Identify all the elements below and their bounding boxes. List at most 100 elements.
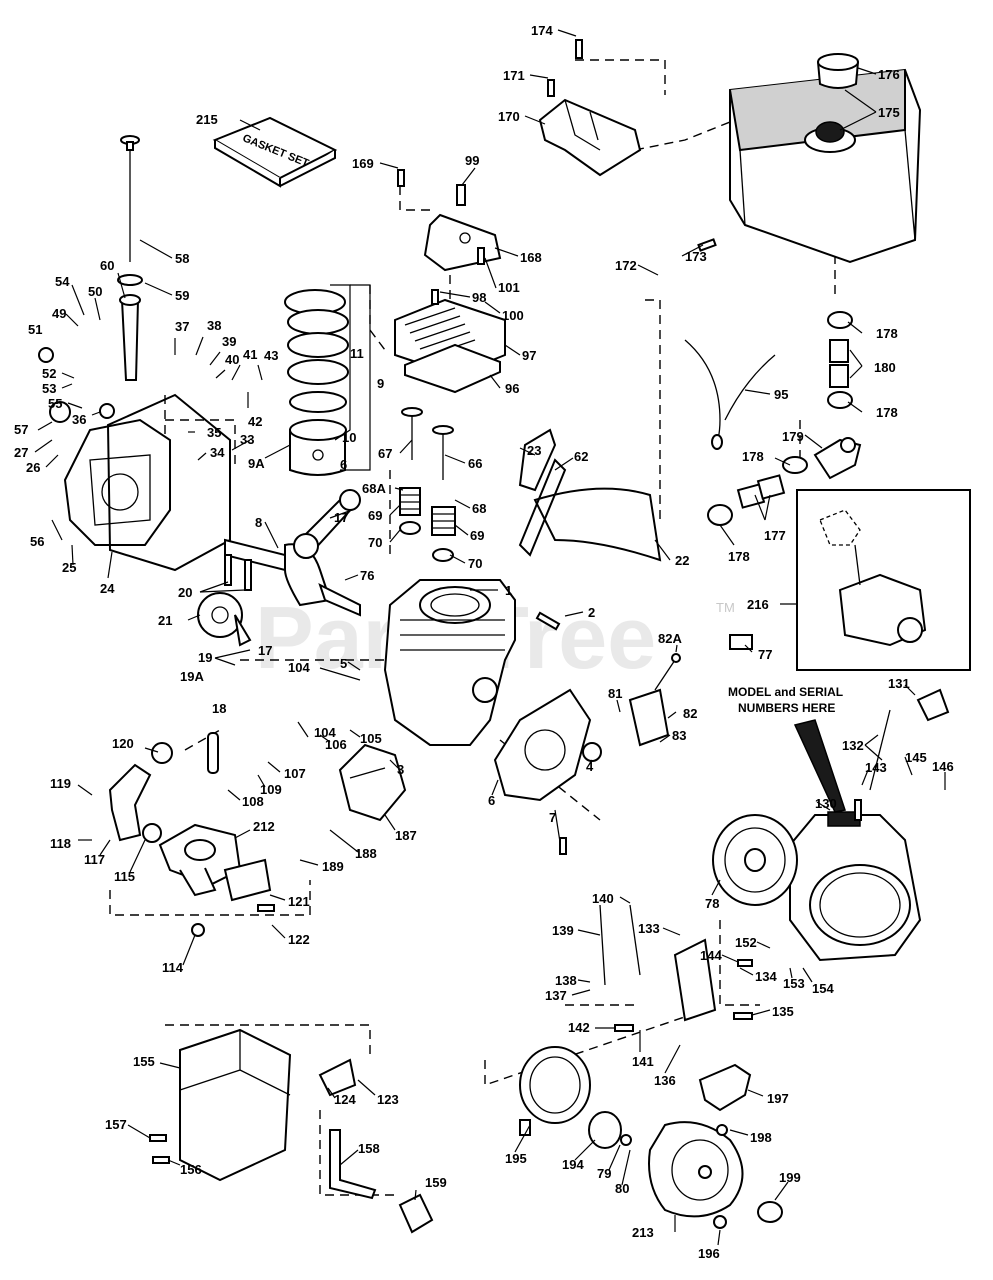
label-130: 130 [815, 796, 837, 811]
label-108: 108 [242, 794, 264, 809]
label-158: 158 [358, 1141, 380, 1156]
label-157: 157 [105, 1117, 127, 1132]
label-114: 114 [162, 960, 184, 975]
oil-fill-tube [119, 294, 141, 381]
label-60: 60 [100, 258, 114, 273]
label-177: 177 [764, 528, 786, 543]
label-81: 81 [608, 686, 622, 701]
label-11: 11 [350, 346, 364, 361]
cylinder-shroud [518, 458, 662, 562]
label-215: 215 [196, 112, 218, 127]
label-168: 168 [520, 250, 542, 265]
label-77: 77 [758, 647, 772, 662]
ground-wire [684, 339, 776, 450]
label-68A: 68A [362, 481, 386, 496]
baffle [493, 688, 592, 802]
label-172: 172 [615, 258, 637, 273]
decal-199 [757, 1201, 783, 1223]
label-78: 78 [705, 896, 719, 911]
label-9: 9 [377, 376, 384, 391]
muffler [338, 743, 407, 822]
label-178-a: 178 [876, 326, 898, 341]
label-22: 22 [675, 553, 689, 568]
label-5: 5 [340, 656, 347, 671]
ignition-module [628, 653, 681, 747]
fuel-shutoff-valve [813, 437, 862, 480]
camshaft-gear [197, 592, 252, 647]
label-122: 122 [288, 932, 310, 947]
label-120: 120 [112, 736, 134, 751]
label-156: 156 [180, 1162, 202, 1177]
label-62: 62 [574, 449, 588, 464]
label-189: 189 [322, 859, 344, 874]
label-131: 131 [888, 676, 910, 691]
label-42: 42 [248, 414, 262, 429]
label-142: 142 [568, 1020, 590, 1035]
label-133: 133 [638, 921, 660, 936]
label-171: 171 [503, 68, 525, 83]
label-188: 188 [355, 846, 377, 861]
label-55: 55 [48, 396, 62, 411]
label-1: 1 [505, 583, 512, 598]
label-8: 8 [255, 515, 262, 530]
engine-block [383, 579, 516, 746]
label-178-b: 178 [876, 405, 898, 420]
label-104-a: 104 [288, 660, 310, 675]
label-10: 10 [342, 430, 356, 445]
label-101: 101 [498, 280, 520, 295]
label-41: 41 [243, 347, 257, 362]
label-97: 97 [522, 348, 536, 363]
label-67: 67 [378, 446, 392, 461]
cylinder-bracket-62 [518, 428, 557, 492]
label-43: 43 [264, 348, 278, 363]
label-3: 3 [397, 762, 404, 777]
label-159: 159 [425, 1175, 447, 1190]
cylinder-shield-bracket [538, 98, 642, 177]
label-216: 216 [747, 597, 769, 612]
label-137: 137 [545, 988, 567, 1003]
label-145: 145 [905, 750, 927, 765]
label-176: 176 [878, 67, 900, 82]
fuel-line-clamps [707, 311, 853, 526]
label-138: 138 [555, 973, 577, 988]
label-178-d: 178 [728, 549, 750, 564]
label-25: 25 [62, 560, 76, 575]
label-56: 56 [30, 534, 44, 549]
intake-elbow [108, 763, 152, 842]
label-99: 99 [465, 153, 479, 168]
head-gasket [404, 343, 501, 394]
label-143: 143 [865, 760, 887, 775]
label-19A: 19A [180, 669, 204, 684]
label-70-b: 70 [468, 556, 482, 571]
label-9A: 9A [248, 456, 265, 471]
label-36: 36 [72, 412, 86, 427]
label-17-a: 17 [334, 510, 348, 525]
label-179: 179 [782, 429, 804, 444]
label-139: 139 [552, 923, 574, 938]
label-7: 7 [549, 810, 556, 825]
label-24: 24 [100, 581, 115, 596]
screen-194 [588, 1111, 622, 1149]
gasket-set: GASKET SET [212, 116, 338, 188]
label-134: 134 [755, 969, 777, 984]
label-106: 106 [325, 737, 347, 752]
label-135: 135 [772, 1004, 794, 1019]
label-121: 121 [288, 894, 310, 909]
label-76: 76 [360, 568, 374, 583]
inset-box [796, 489, 971, 671]
label-124: 124 [334, 1092, 356, 1107]
label-169: 169 [352, 156, 374, 171]
flywheel [712, 814, 798, 906]
label-19: 19 [198, 650, 212, 665]
dipstick [117, 135, 143, 286]
label-53: 53 [42, 381, 56, 396]
primer [869, 688, 950, 791]
label-140: 140 [592, 891, 614, 906]
label-58: 58 [175, 251, 189, 266]
model-serial-note-line1: MODEL and SERIAL [728, 685, 843, 699]
label-79: 79 [597, 1166, 611, 1181]
label-194: 194 [562, 1157, 584, 1172]
label-50: 50 [88, 284, 102, 299]
label-146: 146 [932, 759, 954, 774]
